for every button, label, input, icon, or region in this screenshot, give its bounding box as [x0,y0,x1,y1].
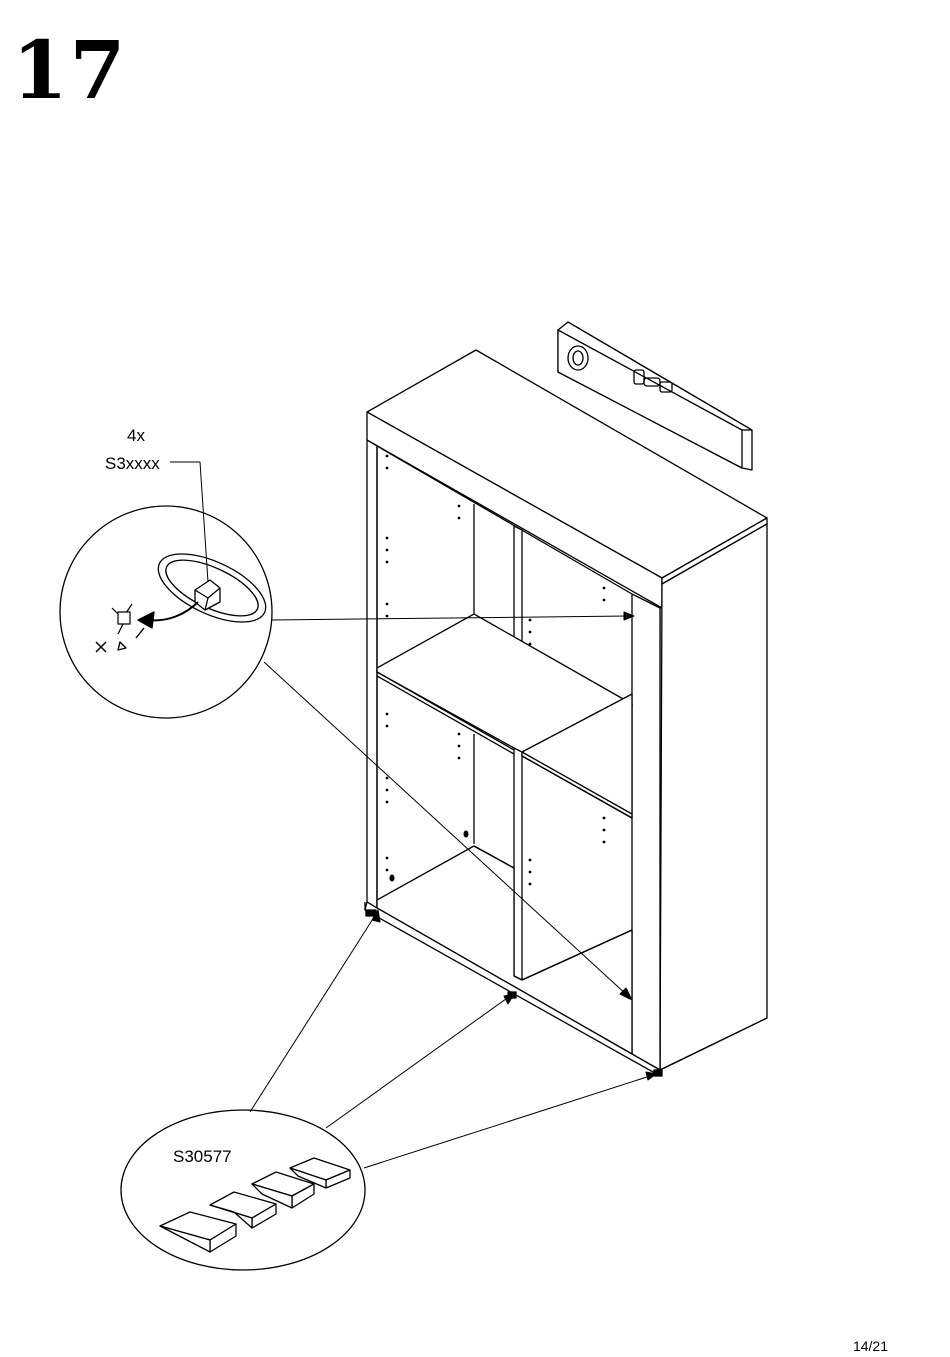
shim-part-code: S30577 [173,1147,232,1167]
adjuster-part-code: S3xxxx [105,454,160,474]
shim-detail-callout [121,1110,365,1270]
page-number: 14/21 [853,1338,888,1354]
cabinet [365,350,767,1076]
adjuster-quantity: 4x [127,426,145,446]
adjuster-detail-callout [60,506,276,718]
